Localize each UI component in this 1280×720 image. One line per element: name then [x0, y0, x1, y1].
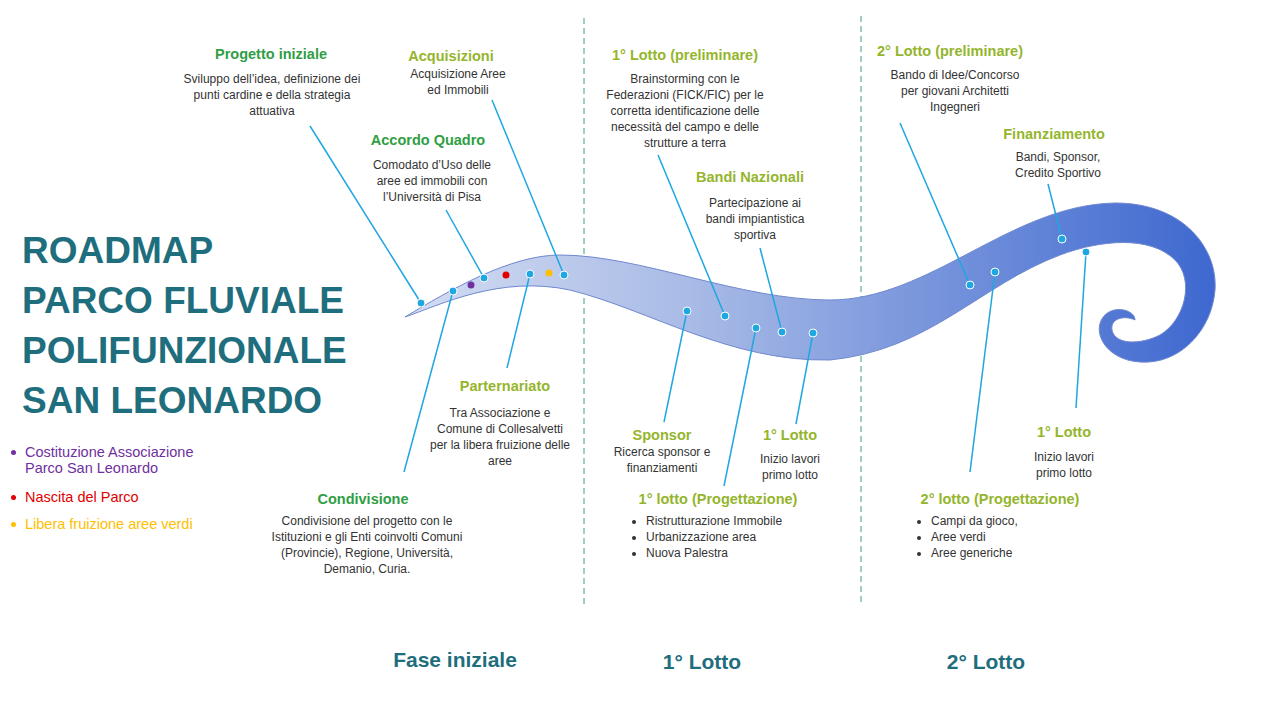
callout-body: Tra Associazione e Comune di Collesalvet… — [429, 405, 571, 469]
callout-heading: Progetto iniziale — [215, 46, 327, 62]
callout-body: Bando di Idee/Concorso per giovani Archi… — [884, 67, 1026, 115]
callout-body: Condivisione del progetto con le Istituz… — [268, 513, 466, 577]
bullet-item: Aree verdi — [931, 529, 986, 545]
bullet-item: Nuova Palestra — [646, 545, 728, 561]
diagram-title: ROADMAP PARCO FLUVIALE POLIFUNZIONALE SA… — [22, 226, 347, 426]
callout-body: Comodato d’Uso delle aree ed immobili co… — [366, 157, 498, 205]
callout-heading: Acquisizioni — [408, 48, 493, 64]
callout-heading: 1° Lotto (preliminare) — [612, 47, 758, 63]
event-dot — [468, 282, 475, 289]
legend-swatch — [11, 495, 16, 500]
bullet-mark — [632, 536, 636, 540]
bullet-mark — [917, 520, 921, 524]
bullet-item: Aree generiche — [931, 545, 1012, 561]
callout-body: Partecipazione ai bandi impiantistica sp… — [696, 195, 814, 243]
legend-swatch — [11, 522, 16, 527]
callout-body: Ricerca sponsor e finanziamenti — [613, 444, 711, 476]
milestone-dots — [417, 235, 1090, 337]
callout-body: Bandi, Sponsor, Credito Sportivo — [1006, 149, 1110, 181]
phase-label: 2° Lotto — [947, 650, 1025, 674]
legend-text: Libera fruizione aree verdi — [25, 516, 225, 532]
callout-body: Brainstorming con le Federazioni (FICK/F… — [601, 71, 769, 151]
legend-swatch — [11, 450, 16, 455]
legend-text: Costituzione Associazione Parco San Leon… — [25, 444, 225, 476]
bullet-mark — [632, 520, 636, 524]
callout-body: Inizio lavori primo lotto — [1024, 449, 1104, 481]
bullet-mark — [917, 552, 921, 556]
callout-heading: Condivisione — [317, 491, 408, 507]
callout-heading: Accordo Quadro — [371, 132, 485, 148]
callout-body: Inizio lavori primo lotto — [750, 451, 830, 483]
roadmap-band — [405, 203, 1215, 362]
bullet-mark — [632, 552, 636, 556]
bullet-item: Ristrutturazione Immobile — [646, 513, 782, 529]
legend-text: Nascita del Parco — [25, 489, 225, 505]
event-dot — [503, 272, 510, 279]
phase-label: Fase iniziale — [393, 648, 517, 672]
callout-body: Sviluppo dell’idea, definizione dei punt… — [174, 71, 370, 119]
callout-heading: 1° Lotto — [1037, 424, 1091, 440]
callout-heading: Sponsor — [633, 427, 692, 443]
phase-label: 1° Lotto — [663, 650, 741, 674]
callout-heading: Parternariato — [460, 378, 550, 394]
bullet-item: Campi da gioco, — [931, 513, 1018, 529]
callout-heading: 2° Lotto (preliminare) — [877, 43, 1023, 59]
callout-heading: 1° lotto (Progettazione) — [639, 491, 798, 507]
callout-heading: 1° Lotto — [763, 427, 817, 443]
bullet-item: Urbanizzazione area — [646, 529, 756, 545]
callout-heading: Finanziamento — [1003, 126, 1105, 142]
callout-body: Acquisizione Aree ed Immobili — [410, 66, 506, 98]
leader-lines — [310, 100, 1086, 486]
callout-heading: Bandi Nazionali — [696, 169, 804, 185]
event-dot — [546, 270, 553, 277]
callout-heading: 2° lotto (Progettazione) — [921, 491, 1080, 507]
phase-separator — [584, 18, 585, 608]
bullet-mark — [917, 536, 921, 540]
